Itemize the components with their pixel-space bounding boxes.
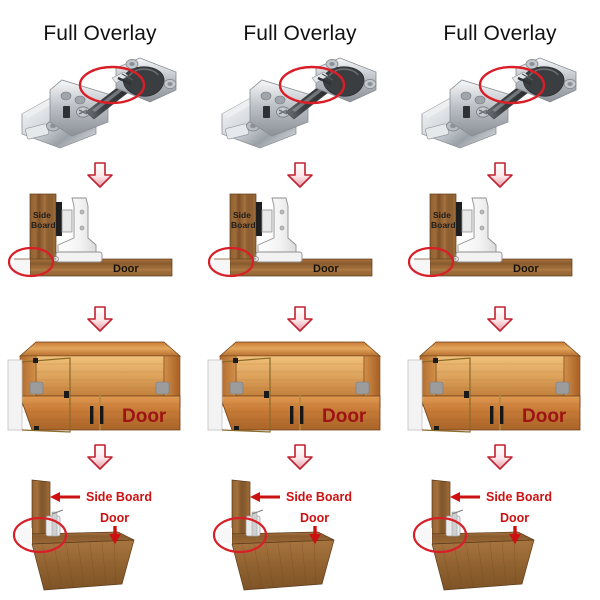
flow-arrow-1 — [400, 158, 600, 190]
side-board-part — [31, 479, 51, 535]
column-title: Full Overlay — [43, 22, 157, 45]
red-highlight-ellipse — [207, 246, 255, 278]
step-cross-section: Side Board Door — [400, 190, 600, 302]
red-highlight-ellipse — [78, 65, 146, 105]
side-board-label: Side Board — [286, 490, 352, 504]
red-highlight-ellipse — [412, 516, 468, 554]
hinge-illustration — [421, 57, 577, 149]
step-hinge-photo: Full overlay cabinet hinge — [200, 50, 400, 158]
hinge-illustration — [21, 57, 177, 149]
red-highlight-ellipse — [278, 65, 346, 105]
corner-detail-illustration: Side Board Door — [212, 479, 352, 591]
side-board-label-line2: Board — [231, 220, 256, 230]
step-hinge-photo: Full overlay cabinet hinge — [0, 50, 200, 158]
down-arrow-icon — [487, 444, 513, 470]
door-part: Door — [429, 258, 573, 277]
step-corner-caption: Corner detail — [200, 598, 201, 599]
down-arrow-icon — [87, 444, 113, 470]
side-board-annotation: Side Board — [50, 490, 152, 504]
step-cabinet-3d: Door Cabinet box perspective — [400, 334, 600, 440]
step-hinge-photo: Full overlay cabinet hinge — [400, 50, 600, 158]
door-label: Door — [513, 263, 539, 275]
corner-detail-illustration: Side Board Door — [412, 479, 552, 591]
hinge-body-cross — [453, 197, 503, 263]
down-arrow-icon — [287, 306, 313, 332]
step-cross-section: Side Board Door — [0, 190, 200, 302]
flow-arrow-2 — [0, 302, 200, 334]
side-board-part — [431, 479, 451, 535]
down-arrow-icon — [87, 306, 113, 332]
column-title: Full Overlay — [243, 22, 357, 45]
door-label: Door — [100, 511, 129, 525]
down-arrow-icon — [487, 162, 513, 188]
cross-section-illustration: Side Board Door — [7, 193, 173, 278]
door-part: Door — [229, 258, 373, 277]
down-arrow-icon — [87, 162, 113, 188]
side-board-annotation: Side Board — [450, 490, 552, 504]
overlay-column-3: Full Overlay — [400, 0, 600, 600]
down-arrow-icon — [287, 444, 313, 470]
overlay-column-1: Full Overlay — [0, 0, 200, 600]
step-corner-detail: Side Board Door Corner detail — [400, 472, 600, 598]
side-board-label-line1: Side — [33, 210, 51, 220]
down-arrow-icon — [287, 162, 313, 188]
flow-arrow-3 — [0, 440, 200, 472]
overlay-column-2: Full Overlay — [200, 0, 400, 600]
door-label: Door — [322, 406, 367, 427]
flow-arrow-2 — [200, 302, 400, 334]
cabinet-box-illustration: Door — [207, 341, 382, 433]
hinge-body-cross — [53, 197, 103, 263]
red-highlight-ellipse — [407, 246, 455, 278]
step-corner-detail: Side Board Door Corner detail — [200, 472, 400, 598]
red-highlight-ellipse — [212, 516, 268, 554]
side-board-label: Side Board — [86, 490, 152, 504]
side-board-label: Side Board — [486, 490, 552, 504]
step-cabinet-3d: Door Cabinet box perspective — [200, 334, 400, 440]
hinge-arm-plate — [249, 79, 309, 137]
cross-section-illustration: Side Board Door — [207, 193, 373, 278]
side-board-label-line1: Side — [433, 210, 451, 220]
door-annotation: Door — [300, 511, 329, 544]
down-arrow-icon — [487, 306, 513, 332]
side-board-label-line2: Board — [31, 220, 56, 230]
column-title: Full Overlay — [443, 22, 557, 45]
side-board-part — [231, 479, 251, 535]
step-corner-caption: Corner detail — [0, 598, 1, 599]
step-corner-caption: Corner detail — [400, 598, 401, 599]
side-board-annotation: Side Board — [250, 490, 352, 504]
flow-arrow-1 — [200, 158, 400, 190]
door-label: Door — [522, 406, 567, 427]
flow-arrow-3 — [200, 440, 400, 472]
door-part: Door — [29, 258, 173, 277]
side-board-label-line2: Board — [431, 220, 456, 230]
flow-arrow-1 — [0, 158, 200, 190]
cross-section-illustration: Side Board Door — [407, 193, 573, 278]
door-annotation: Door — [500, 511, 529, 544]
door-face — [431, 539, 535, 591]
hinge-arm-plate — [49, 79, 109, 137]
cabinet-box-illustration: Door — [407, 341, 582, 433]
side-board-label-line1: Side — [233, 210, 251, 220]
door-label: Door — [300, 511, 329, 525]
door-label: Door — [113, 263, 139, 275]
hinge-body-cross — [253, 197, 303, 263]
door-annotation: Door — [100, 511, 129, 544]
corner-detail-illustration: Side Board Door — [12, 479, 152, 591]
flow-arrow-3 — [400, 440, 600, 472]
step-corner-detail: Side Board Door Corner detail — [0, 472, 200, 598]
red-highlight-ellipse — [478, 65, 546, 105]
cabinet-box-illustration: Door — [7, 341, 182, 433]
red-highlight-ellipse — [12, 516, 68, 554]
door-label: Door — [500, 511, 529, 525]
flow-arrow-2 — [400, 302, 600, 334]
door-face — [31, 539, 135, 591]
door-face — [231, 539, 335, 591]
red-highlight-ellipse — [7, 246, 55, 278]
step-cross-section: Side Board Door — [200, 190, 400, 302]
hinge-illustration — [221, 57, 377, 149]
step-cabinet-3d: Door Cabinet box perspective — [0, 334, 200, 440]
door-label: Door — [122, 406, 167, 427]
door-label: Door — [313, 263, 339, 275]
